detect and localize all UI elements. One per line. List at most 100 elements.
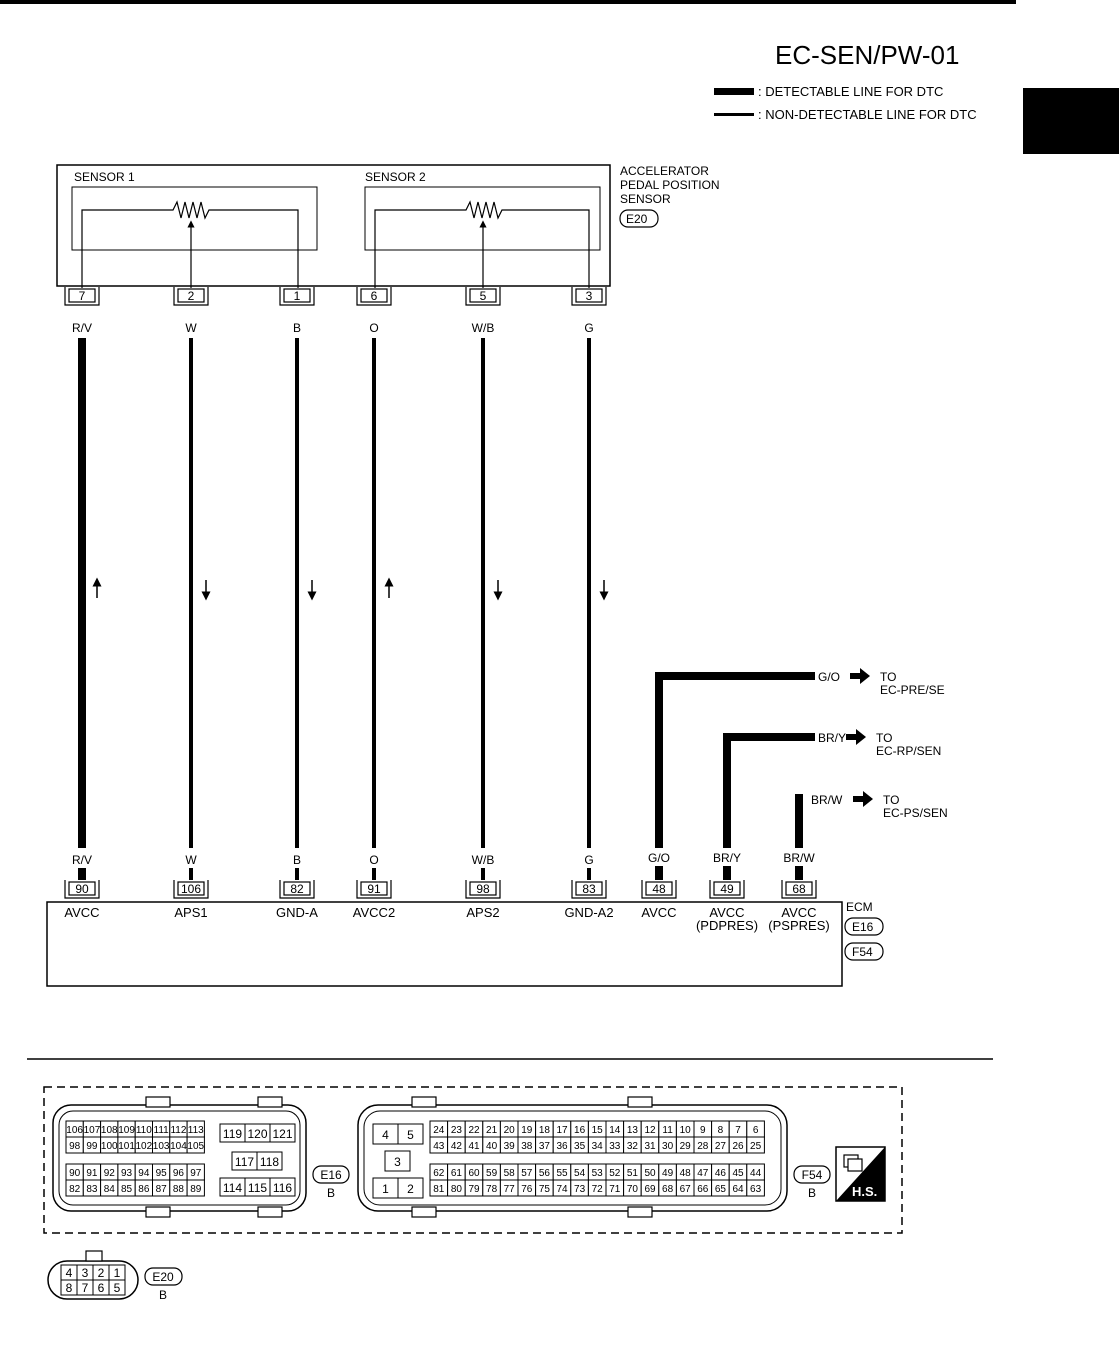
branch-stub bbox=[655, 866, 663, 880]
ecm-pin-90 bbox=[68, 881, 96, 896]
sensor-pin-6-bracket bbox=[356, 287, 392, 306]
f54-housing bbox=[357, 1104, 788, 1212]
f54-pin-number: 74 bbox=[556, 1184, 568, 1195]
f54-pin-number: 81 bbox=[433, 1184, 445, 1195]
e20-pin-number: 4 bbox=[66, 1266, 73, 1280]
ecm-pin-68-bracket bbox=[781, 880, 817, 899]
e20-id-badge bbox=[144, 1267, 183, 1286]
ecm-terminal-label: (PDPRES) bbox=[696, 918, 758, 933]
wire-stub bbox=[587, 868, 591, 880]
ecm-pin-68 bbox=[785, 881, 813, 896]
f54-pin-number: 38 bbox=[521, 1141, 533, 1152]
sensor-name-line3: SENSOR bbox=[620, 192, 671, 206]
f54-pin-number: 76 bbox=[521, 1184, 533, 1195]
e16-pin-number: 112 bbox=[170, 1125, 186, 1136]
wire-color-top: G bbox=[584, 321, 593, 335]
f54-pin-number: 47 bbox=[697, 1168, 709, 1179]
f54-id-badge bbox=[793, 1165, 831, 1184]
sensor-pin-3 bbox=[575, 288, 603, 303]
sensor-name-line2: PEDAL POSITION bbox=[620, 178, 720, 192]
branch-color-label: BR/Y bbox=[818, 731, 846, 745]
branch-color-bottom: G/O bbox=[648, 851, 670, 865]
wire-stub bbox=[295, 868, 299, 880]
ecm-terminal-label: GND-A2 bbox=[564, 905, 613, 920]
f54-pin-number: 29 bbox=[680, 1141, 692, 1152]
sensor-pin-5-number: 5 bbox=[480, 289, 487, 303]
ecm-terminal-label: APS1 bbox=[174, 905, 207, 920]
legend-detectable-label: : DETECTABLE LINE FOR DTC bbox=[758, 84, 943, 99]
f54-pin-number: 34 bbox=[592, 1141, 604, 1152]
branch-destination: TO bbox=[883, 793, 899, 807]
sensor-pin-6-number: 6 bbox=[371, 289, 378, 303]
e16-pin-number: 93 bbox=[121, 1168, 133, 1179]
wire-color-top: W bbox=[185, 321, 197, 335]
e16-pin-cell bbox=[269, 1123, 296, 1143]
branch-arrow bbox=[853, 791, 873, 807]
harness-icon-inner bbox=[847, 1158, 863, 1172]
e16-pin-number: 88 bbox=[173, 1184, 185, 1195]
f54-pin-number: 60 bbox=[468, 1168, 480, 1179]
f54-pin-number: 17 bbox=[556, 1125, 568, 1136]
e20-pin-number: 8 bbox=[66, 1281, 73, 1295]
e16-pin-number: 117 bbox=[235, 1155, 254, 1169]
e16-pin-number: 84 bbox=[104, 1184, 116, 1195]
e20-pin-number: 5 bbox=[114, 1281, 121, 1295]
wire-color-bottom: W bbox=[185, 853, 197, 867]
f54-pin-number: 62 bbox=[433, 1168, 445, 1179]
wire-color-bottom: R/V bbox=[72, 853, 92, 867]
sensor-pin-1 bbox=[283, 288, 311, 303]
branch-destination: TO bbox=[876, 731, 892, 745]
f54-color: B bbox=[808, 1186, 816, 1200]
wire-color-top: B bbox=[293, 321, 301, 335]
branch-color-bottom: BR/Y bbox=[713, 851, 741, 865]
f54-pin-number: 24 bbox=[433, 1125, 445, 1136]
f54-pin-number: 10 bbox=[680, 1125, 692, 1136]
f54-pin-number: 53 bbox=[592, 1168, 604, 1179]
sensor-pin-5 bbox=[469, 288, 497, 303]
f54-pin-number: 41 bbox=[468, 1141, 480, 1152]
e16-pin-number: 119 bbox=[223, 1127, 242, 1141]
f54-pin-number: 52 bbox=[609, 1168, 621, 1179]
sensor-connector-id: E20 bbox=[626, 212, 648, 226]
top-rule bbox=[0, 0, 1016, 4]
f54-id: F54 bbox=[802, 1168, 823, 1182]
e16-housing bbox=[52, 1104, 307, 1212]
f54-pin-number: 37 bbox=[539, 1141, 551, 1152]
branch-color-label: G/O bbox=[818, 670, 840, 684]
f54-pin-number: 45 bbox=[732, 1168, 744, 1179]
e16-id: E16 bbox=[320, 1168, 342, 1182]
wire-color-top: R/V bbox=[72, 321, 92, 335]
e16-pin-number: 121 bbox=[272, 1127, 292, 1141]
f54-pin-number: 46 bbox=[715, 1168, 727, 1179]
f54-pin-number: 42 bbox=[451, 1141, 463, 1152]
f54-pin-number: 68 bbox=[662, 1184, 674, 1195]
f54-latch bbox=[627, 1206, 653, 1218]
ecm-pin-98-number: 98 bbox=[476, 882, 490, 896]
e16-pin-number: 101 bbox=[118, 1141, 135, 1152]
ecm-pin-68-number: 68 bbox=[792, 882, 806, 896]
sensor1-box bbox=[71, 186, 318, 251]
f54-pin-number: 48 bbox=[680, 1168, 692, 1179]
branch-arrow bbox=[850, 668, 870, 684]
ecm-pin-48 bbox=[645, 881, 673, 896]
f54-latch bbox=[627, 1096, 653, 1108]
e16-pin-number: 91 bbox=[86, 1168, 98, 1179]
e16-pin-cell bbox=[256, 1151, 283, 1171]
accelerator-pedal-position-sensor: SENSOR 1 SENSOR 2 ACCELERATOR PEDAL POSI… bbox=[56, 164, 720, 288]
e16-housing-inner bbox=[58, 1110, 301, 1206]
e16-latch bbox=[145, 1206, 171, 1218]
f54-pin-number: 23 bbox=[451, 1125, 463, 1136]
e16-pin-number: 89 bbox=[190, 1184, 202, 1195]
ecm-terminal-label: GND-A bbox=[276, 905, 318, 920]
e20-pin-number: 1 bbox=[114, 1266, 121, 1280]
branch-color-label: BR/W bbox=[811, 793, 843, 807]
branch-stub bbox=[795, 866, 803, 880]
wires: 7R/VR/V90AVCC2WW106APS11BB82GND-A6OO91AV… bbox=[64, 287, 614, 920]
sensor-pin-3-number: 3 bbox=[586, 289, 593, 303]
